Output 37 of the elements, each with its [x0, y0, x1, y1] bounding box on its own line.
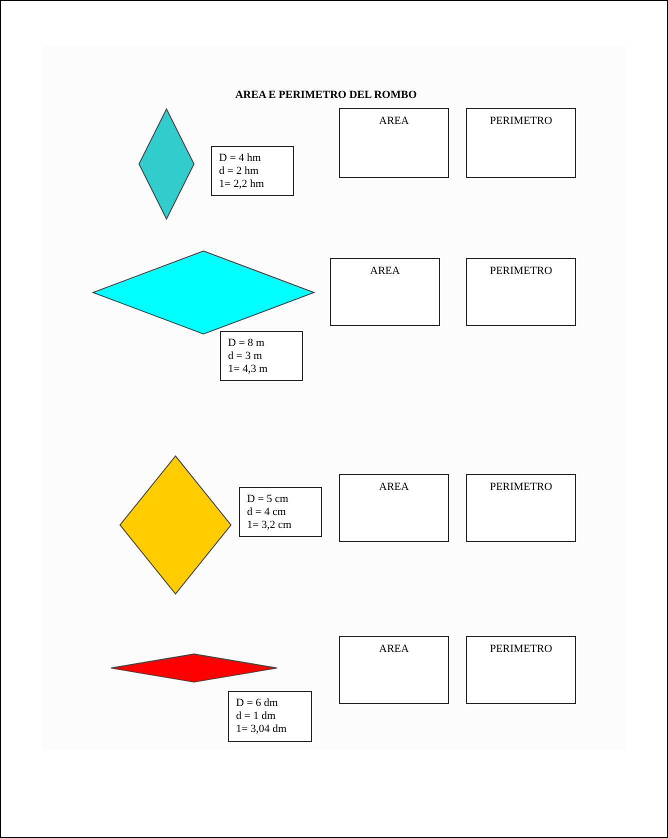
box-heading: AREA: [370, 265, 400, 277]
box-heading: PERIMETRO: [490, 115, 552, 127]
title-text: AREA E PERIMETRO DEL ROMBO: [234, 89, 418, 101]
rhombus-shape: [93, 251, 314, 334]
measurement-text: d = 2 hm: [219, 165, 260, 178]
data-box: [239, 487, 322, 537]
answer-box: [466, 108, 576, 178]
box-heading: PERIMETRO: [490, 481, 552, 493]
answer-box: [339, 108, 449, 178]
box-heading: AREA: [379, 115, 409, 127]
box-heading: AREA: [379, 643, 409, 655]
box-heading: PERIMETRO: [490, 643, 552, 655]
answer-box: [339, 474, 449, 542]
measurement-text: 1= 3,04 dm: [236, 723, 288, 736]
measurement-text: 1= 4,3 m: [228, 363, 269, 376]
data-box: [220, 331, 303, 381]
measurement-text: d = 3 m: [228, 350, 264, 363]
answer-box: [466, 474, 576, 542]
measurement-text: d = 1 dm: [236, 710, 277, 723]
answer-box: [466, 636, 576, 704]
rhombus-shape: [120, 456, 231, 594]
rhombus-shape: [111, 654, 277, 682]
measurement-text: 1= 2,2 hm: [219, 178, 266, 191]
answer-box: [466, 258, 576, 326]
measurement-text: D = 5 cm: [247, 493, 290, 506]
answer-box: [330, 258, 440, 326]
measurement-text: D = 4 hm: [219, 152, 262, 165]
measurement-text: D = 6 dm: [236, 697, 279, 710]
box-heading: PERIMETRO: [490, 265, 552, 277]
data-box: [211, 146, 294, 196]
rhombus-shape: [139, 109, 194, 219]
measurement-text: 1= 3,2 cm: [247, 519, 292, 532]
measurement-text: d = 4 cm: [247, 506, 287, 519]
data-box: [228, 691, 312, 742]
box-heading: AREA: [379, 481, 409, 493]
measurement-text: D = 8 m: [228, 337, 266, 350]
answer-box: [339, 636, 449, 704]
